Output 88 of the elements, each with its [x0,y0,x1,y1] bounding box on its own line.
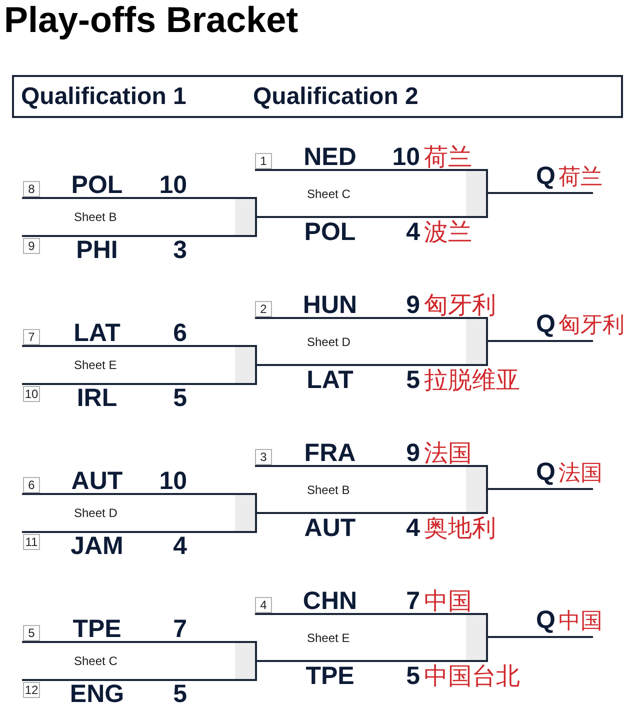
country-name-annotation: 荷兰 [424,143,472,171]
team-code: FRA [303,439,357,467]
score: 5 [405,662,420,690]
qualifier-mark: Q [536,608,556,633]
team-code: POL [70,171,124,199]
score: 3 [172,236,187,264]
team-code: JAM [70,532,124,560]
country-name-annotation: 中国 [424,587,472,615]
bracket-line [488,488,594,490]
seed-number: 3 [255,449,272,465]
score: 10 [158,467,187,495]
team-code: CHN [302,587,358,615]
seed-number: 5 [23,625,40,641]
bracket-line [257,660,489,662]
team-code: PHI [75,236,119,264]
country-name-annotation: 中国 [558,611,602,633]
team-code: AUT [70,467,124,495]
qualifier-mark: Q [536,312,556,337]
team-code: TPE [72,615,122,643]
match-bracket [255,613,488,661]
sheet-label: Sheet C [307,188,350,200]
team-code: TPE [304,662,356,690]
score: 5 [172,384,187,412]
score: 7 [172,615,187,643]
round-header-bar [12,75,623,118]
match-bracket [22,641,257,681]
match-bracket [22,493,257,533]
round-heading: Qualification 1 [21,84,186,108]
country-name-annotation: 法国 [424,439,472,467]
seed-number: 10 [23,386,40,402]
score: 4 [405,514,420,542]
sheet-label: Sheet E [74,359,117,371]
sheet-label: Sheet D [307,336,350,348]
bracket-line [257,364,489,366]
seed-number: 11 [23,534,40,550]
country-name-annotation: 法国 [558,463,602,485]
bracket-line [257,216,489,218]
bracket-line [488,192,594,194]
score: 5 [172,680,187,708]
seed-number: 2 [255,301,272,317]
score: 7 [405,587,420,615]
page-title: Play-offs Bracket [4,0,298,40]
seed-number: 9 [23,238,40,254]
sheet-label: Sheet B [307,484,350,496]
seed-number: 7 [23,329,40,345]
score: 9 [405,291,420,319]
qualifier-mark: Q [536,460,556,485]
round-heading: Qualification 2 [253,84,418,108]
bracket-line [488,636,594,638]
sheet-label: Sheet C [74,655,118,667]
seed-number: 8 [23,181,40,197]
bracket-line [257,512,489,514]
score: 5 [405,366,420,394]
match-bracket [255,169,488,217]
country-name-annotation: 拉脱维亚 [424,366,520,394]
sheet-label: Sheet D [74,507,118,519]
qualifier-mark: Q [536,164,556,189]
match-bracket [22,345,257,385]
team-code: POL [303,218,357,246]
country-name-annotation: 匈牙利 [424,291,496,319]
country-name-annotation: 中国台北 [424,662,520,690]
match-bracket [255,317,488,365]
team-code: LAT [306,366,354,394]
seed-number: 1 [255,153,272,169]
score: 10 [391,143,420,171]
match-bracket [22,197,257,237]
sheet-label: Sheet E [307,632,350,644]
country-name-annotation: 奥地利 [424,514,496,542]
match-bracket [255,465,488,513]
country-name-annotation: 匈牙利 [558,315,624,337]
team-code: NED [302,143,358,171]
team-code: LAT [72,319,122,347]
score: 9 [405,439,420,467]
country-name-annotation: 波兰 [424,218,472,246]
sheet-label: Sheet B [74,211,117,223]
team-code: IRL [76,384,118,412]
team-code: ENG [68,680,126,708]
bracket-line [488,340,594,342]
seed-number: 4 [255,597,272,613]
score: 6 [172,319,187,347]
score: 10 [158,171,187,199]
team-code: AUT [303,514,357,542]
country-name-annotation: 荷兰 [558,167,602,189]
seed-number: 6 [23,477,40,493]
score: 4 [405,218,420,246]
score: 4 [172,532,187,560]
seed-number: 12 [23,682,40,698]
team-code: HUN [302,291,358,319]
